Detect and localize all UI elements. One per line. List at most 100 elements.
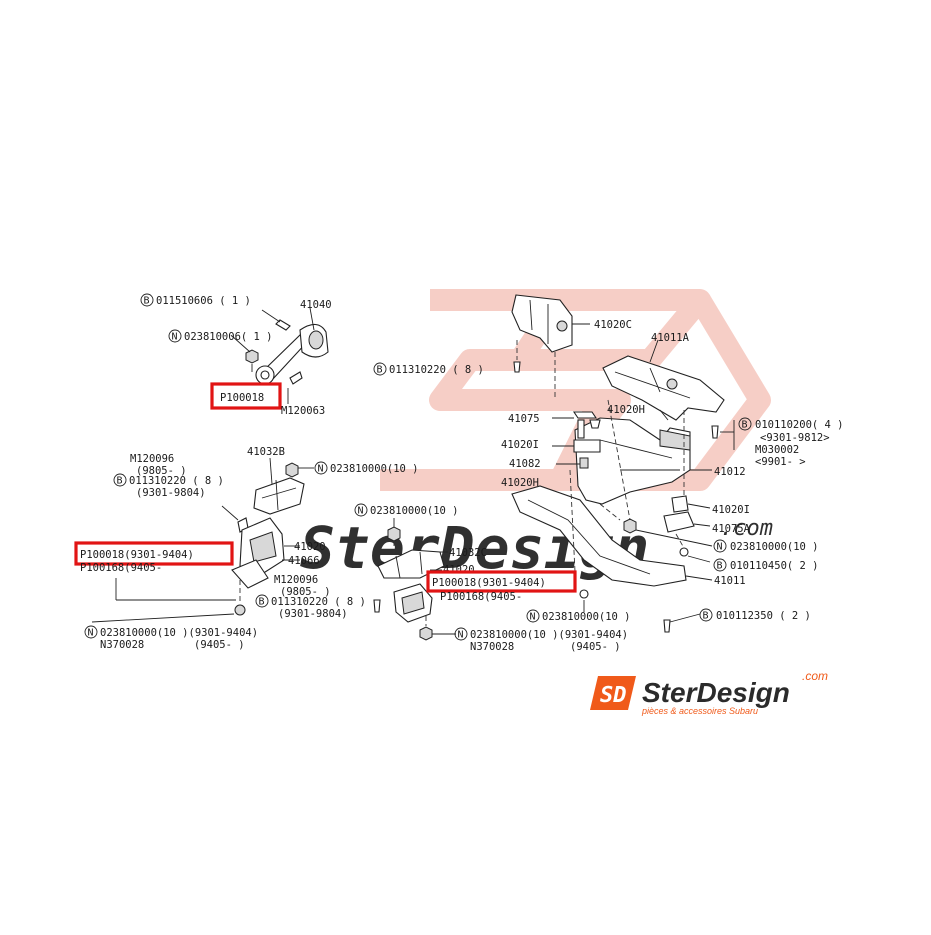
label-p100018-top: P100018 — [220, 392, 264, 404]
label-41011a: 41011A — [651, 332, 690, 344]
label-011310220-top: 011310220 ( 8 ) — [389, 364, 484, 376]
nut-marker-letter: N — [172, 332, 178, 343]
logo-tagline: pièces & accessoires Subaru — [641, 706, 758, 716]
label-m030002: M030002 — [755, 444, 799, 456]
label-023810000-center-right: 023810000(10 ) — [542, 611, 631, 623]
bolt-marker-icon — [373, 362, 387, 376]
label-41075a: 41075A — [712, 523, 751, 535]
crossmember-assembly — [511, 294, 735, 633]
spacer-41082 — [579, 457, 589, 469]
label-p100168-center: P100168(9405- — [440, 591, 522, 603]
label-m120096-mid: M120096 — [274, 574, 318, 586]
label-41020c: 41020C — [594, 319, 632, 331]
bolt-marker-icon — [113, 473, 127, 487]
nut-icon — [387, 526, 401, 542]
label-41075: 41075 — [508, 413, 540, 425]
bracket-41066 — [231, 559, 269, 589]
logo-domain: .com — [802, 669, 828, 683]
bolt-marker-letter: B — [742, 420, 748, 431]
bolt-icon — [679, 547, 689, 557]
bolt-marker-letter: B — [259, 597, 265, 608]
sterdesign-logo: SD SterDesign .com pièces & accessoires … — [590, 669, 828, 716]
label-023810000-center-top: 023810000(10 ) — [370, 505, 459, 517]
label-023810000-left-top: 023810000(10 ) — [330, 463, 419, 475]
label-date-9805-left: (9805- ) — [136, 465, 187, 477]
nut-marker-icon — [713, 539, 727, 553]
engine-mount-left-assembly — [91, 457, 314, 623]
crossmember-41012 — [574, 417, 691, 505]
bolt-icon — [513, 361, 521, 373]
bolt-marker-letter: B — [377, 365, 383, 376]
cushion-41075 — [572, 411, 598, 419]
label-41012: 41012 — [714, 466, 746, 478]
label-011510606: 011510606 ( 1 ) — [156, 295, 251, 307]
nut-marker-icon — [168, 329, 182, 343]
label-41040: 41040 — [300, 299, 332, 311]
nut-marker-letter: N — [358, 506, 364, 517]
bolt-marker-icon — [140, 293, 154, 307]
label-41020i-left: 41020I — [501, 439, 539, 451]
label-date-9405-center: (9405- ) — [570, 641, 621, 653]
highlight-box-p100018-left — [74, 541, 234, 566]
bracket-41032b — [253, 477, 305, 515]
torque-rod-assembly — [231, 307, 329, 404]
bolt-icon — [289, 371, 303, 385]
label-41020h-left: 41020H — [501, 477, 539, 489]
label-023810006: 023810006( 1 ) — [184, 331, 273, 343]
label-011310220-mid: 011310220 ( 8 ) — [271, 596, 366, 608]
highlight-box-p100018-center — [426, 570, 577, 593]
bolt-icon — [275, 319, 291, 331]
nut-marker-icon — [84, 625, 98, 639]
logo-badge — [590, 676, 636, 710]
nut-icon — [245, 349, 259, 364]
label-date-9301-9804-mid: (9301-9804) — [278, 608, 348, 620]
nut-marker-icon — [354, 503, 368, 517]
label-010110200: 010110200( 4 ) — [755, 419, 844, 431]
label-m120096-left: M120096 — [130, 453, 174, 465]
bolt-marker-icon — [713, 558, 727, 572]
nut-icon — [579, 589, 589, 599]
label-m120063: M120063 — [281, 405, 325, 417]
label-41020h-top: 41020H — [607, 404, 645, 416]
label-p100168-left: P100168(9405- — [80, 562, 162, 574]
bolt-marker-icon — [738, 417, 752, 431]
label-p100018-left: P100018(9301-9404) — [80, 549, 194, 561]
nut-marker-letter: N — [717, 542, 723, 553]
highlight-box-p100018-top — [210, 382, 282, 410]
label-date-9901: <9901- > — [755, 456, 806, 468]
logo-name: SterDesign — [642, 677, 790, 708]
cushion-41020i-right — [671, 495, 689, 513]
label-n370028-left: N370028 — [100, 639, 144, 651]
label-date-9805-mid: (9805- ) — [280, 586, 331, 598]
nut-icon — [589, 419, 601, 429]
nut-marker-letter: N — [530, 612, 536, 623]
label-date-9405-left: (9405- ) — [194, 639, 245, 651]
nut-icon — [234, 604, 246, 616]
label-023810000-center-bottom: 023810000(10 )(9301-9404) — [470, 629, 628, 641]
nut-icon — [623, 518, 637, 534]
label-n370028-center: N370028 — [470, 641, 514, 653]
bolt-icon — [373, 599, 381, 613]
nut-marker-icon — [314, 461, 328, 475]
label-p100018-center: P100018(9301-9404) — [432, 577, 546, 589]
crossmember-41011 — [511, 485, 687, 587]
label-date-9301-9804-left: (9301-9804) — [136, 487, 206, 499]
nut-marker-letter: N — [88, 628, 94, 639]
bolt-marker-letter: B — [717, 561, 723, 572]
label-date-9301-9812: <9301-9812> — [760, 432, 830, 444]
logo-initials: SD — [600, 683, 627, 708]
label-41020i-right: 41020I — [712, 504, 750, 516]
cushion-41020i — [573, 439, 601, 453]
label-41066: 41066 — [288, 555, 320, 567]
nut-marker-letter: N — [318, 464, 324, 475]
bolt-marker-letter: B — [703, 611, 709, 622]
bolt-marker-letter: B — [117, 476, 123, 487]
label-41020-center: 41020 — [443, 564, 475, 576]
nut-marker-letter: N — [458, 630, 464, 641]
bolt-marker-icon — [699, 608, 713, 622]
nut-icon — [285, 462, 299, 478]
bracket-41020c — [511, 294, 573, 353]
label-011310220-left: 011310220 ( 8 ) — [129, 475, 224, 487]
bolt-icon — [711, 425, 719, 439]
